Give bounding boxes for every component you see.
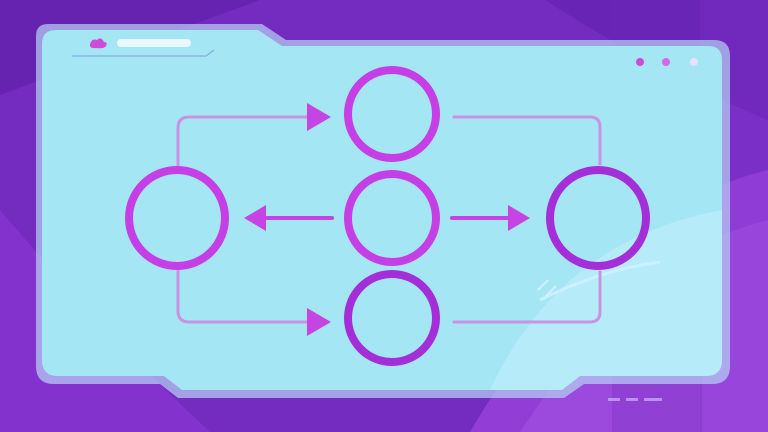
edge-bottom-to-right: [452, 270, 602, 324]
edge-left-to-bottom: [176, 262, 314, 324]
node-bottom: [344, 270, 440, 366]
arrow-head-to-top: [307, 103, 331, 131]
bottom-ticks: [608, 398, 662, 401]
node-center: [344, 170, 440, 266]
arrow-head-to-bottom: [307, 308, 331, 336]
edge-left-to-top: [176, 115, 314, 174]
dot-icon[interactable]: [662, 58, 670, 66]
node-top: [344, 66, 440, 162]
node-right: [546, 166, 650, 270]
arrow-head-to-right: [508, 205, 530, 231]
edge-top-to-right: [452, 115, 602, 166]
window-panel: [36, 24, 730, 401]
cloud-icon: [89, 38, 107, 49]
dot-icon[interactable]: [690, 58, 698, 66]
node-left: [125, 166, 229, 270]
title-placeholder-bar: [117, 39, 191, 47]
window-controls[interactable]: [636, 58, 698, 66]
titlebar-notch-line: [72, 49, 215, 57]
arrow-head-to-left: [244, 205, 266, 231]
window-titlebar: [72, 38, 215, 57]
dot-icon[interactable]: [636, 58, 644, 66]
flow-diagram: [125, 66, 650, 366]
